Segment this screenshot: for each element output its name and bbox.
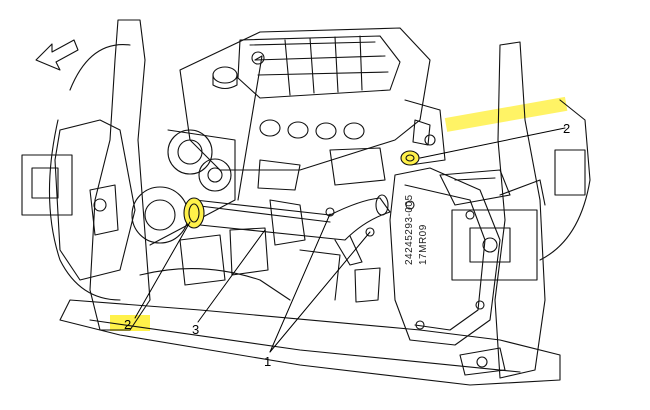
transaxle-case [389, 167, 546, 346]
callout-label-2-top: 2 [563, 121, 571, 136]
pipe-bolts [325, 207, 375, 237]
hose-clamp-left [183, 197, 205, 229]
callout-label-1: 1 [264, 354, 272, 369]
coolant-pipe [186, 194, 391, 266]
leader-lines [134, 127, 566, 353]
hose-clamp-right [400, 150, 420, 166]
part-number-1: 24245293-005 [404, 194, 415, 265]
callout-label-2-bottom: 2 [124, 317, 132, 332]
left-frame-rail [21, 19, 151, 331]
callout-label-3: 3 [192, 322, 200, 337]
part-number-2: 17MR09 [418, 224, 429, 265]
front-cradle [59, 249, 561, 386]
arrow-left-icon [35, 39, 79, 71]
engine-block [131, 27, 446, 286]
right-frame-rail [451, 41, 591, 379]
